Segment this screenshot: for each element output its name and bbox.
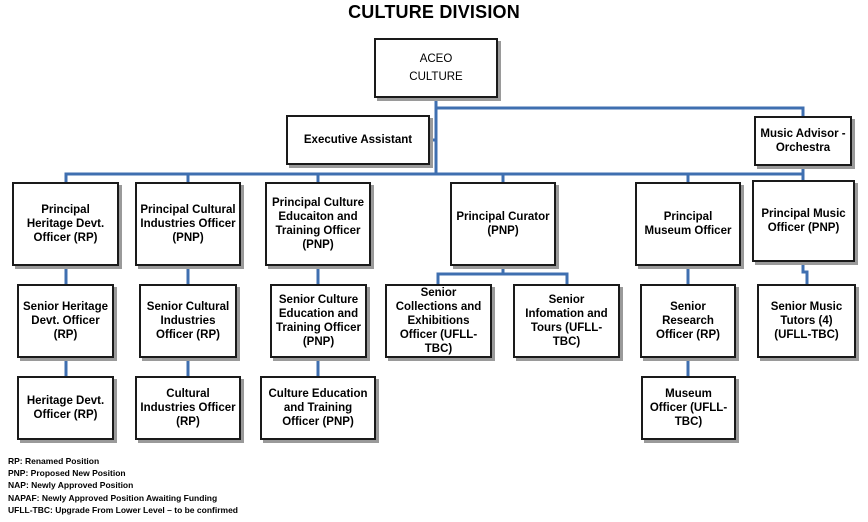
senior-information-tours-box: Senior Infomation and Tours (UFLL-TBC) (513, 284, 620, 358)
principal-curator-box: Principal Curator (PNP) (450, 182, 556, 266)
legend-item: PNP: Proposed New Position (8, 468, 126, 479)
music-advisor-box: Music Advisor - Orchestra (754, 116, 852, 166)
legend-item: UFLL-TBC: Upgrade From Lower Level – to … (8, 504, 238, 515)
executive-assistant-box: Executive Assistant (286, 115, 430, 165)
page-title: CULTURE DIVISION (348, 2, 520, 22)
principal-heritage-box: Principal Heritage Devt. Officer (RP) (12, 182, 119, 266)
legend: RP: Renamed Position PNP: Proposed New P… (8, 455, 238, 516)
principal-museum-box: Principal Museum Officer (635, 182, 741, 266)
aceo-label: ACEO (419, 53, 453, 65)
senior-culture-education-box: Senior Culture Education and Training Of… (270, 284, 367, 358)
aceo-culture-box: ACEO CULTURE (374, 38, 498, 98)
senior-music-tutors-box: Senior Music Tutors (4) (UFLL-TBC) (757, 284, 856, 358)
legend-item: NAPAF: Newly Approved Position Awaiting … (8, 492, 218, 503)
principal-cultural-industries-box: Principal Cultural Industries Officer (P… (135, 182, 241, 266)
cultural-industries-officer-box: Cultural Industries Officer (RP) (135, 376, 241, 440)
senior-cultural-industries-box: Senior Cultural Industries Officer (RP) (139, 284, 237, 358)
senior-collections-box: Senior Collections and Exhibitions Offic… (385, 284, 492, 358)
culture-education-officer-box: Culture Education and Training Officer (… (260, 376, 376, 440)
senior-heritage-box: Senior Heritage Devt. Officer (RP) (17, 284, 114, 358)
principal-culture-education-box: Principal Culture Educaiton and Training… (265, 182, 371, 266)
culture-label: CULTURE (409, 71, 463, 83)
principal-music-box: Principal Music Officer (PNP) (752, 180, 855, 262)
heritage-officer-box: Heritage Devt. Officer (RP) (17, 376, 114, 440)
legend-item: NAP: Newly Approved Position (8, 480, 134, 491)
museum-officer-box: Museum Officer (UFLL-TBC) (641, 376, 736, 440)
legend-item: RP: Renamed Position (8, 456, 100, 466)
senior-research-box: Senior Research Officer (RP) (640, 284, 736, 358)
